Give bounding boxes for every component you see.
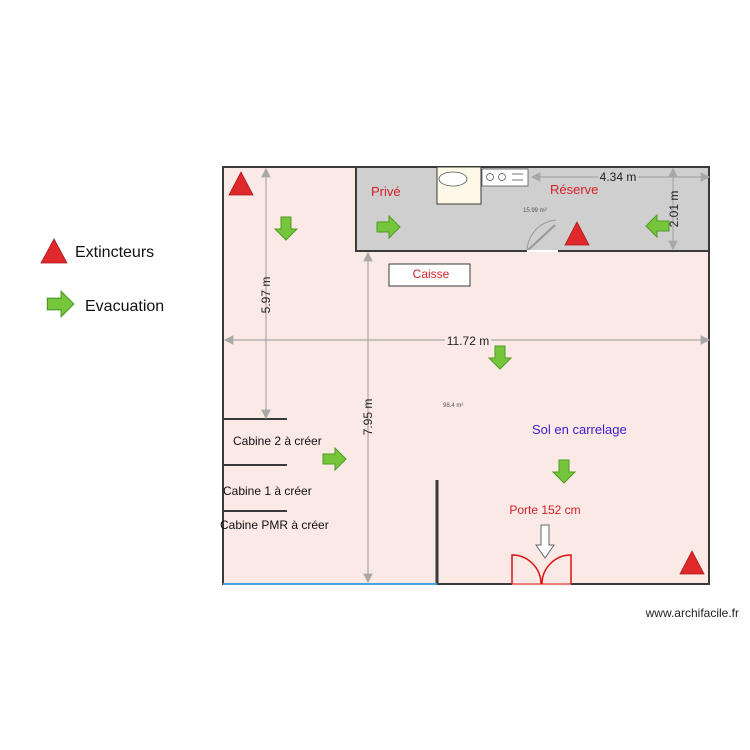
cash-desk [388, 263, 471, 287]
dim-reserve-depth-label: 2.01 m [667, 191, 681, 228]
room-private-label: Privé [371, 184, 401, 199]
dim-reserve-width-label: 4.34 m [600, 170, 637, 184]
burner-1 [486, 173, 494, 181]
dim-reserve-width-bg [598, 170, 638, 184]
entrance-door-left [511, 554, 542, 585]
extinguisher-icon [564, 221, 590, 246]
legend-extinguisher-label: Extincteurs [75, 244, 154, 261]
extinguisher-icon [679, 550, 705, 575]
legend-evacuation-label: Evacuation [85, 298, 164, 315]
reserve-door-swing [526, 219, 557, 252]
legend-extinguisher-icon [40, 238, 68, 264]
watermark: www.archifacile.fr [645, 606, 739, 620]
dim-left-height-label: 5.97 m [259, 277, 273, 314]
extinguisher-icon [228, 171, 254, 196]
entry-arrow-icon [535, 524, 555, 559]
sink-basin [438, 171, 468, 187]
reserve-area-label: 15.99 m² [523, 208, 547, 214]
floor-material-label: Sol en carrelage [532, 422, 627, 437]
dim-mid-height-label: 7.95 m [361, 399, 375, 436]
main-area-label: 98.4 m² [443, 403, 463, 409]
cabin-2-label: Cabine 2 à créer [233, 434, 322, 448]
legend-evacuation-icon [46, 290, 75, 318]
cash-desk-label: Caisse [413, 267, 450, 281]
cabin-pmr-label: Cabine PMR à créer [220, 518, 329, 532]
room-reserve-label: Réserve [550, 182, 598, 197]
dim-width-bg [445, 333, 491, 347]
cabin-1-label: Cabine 1 à créer [223, 484, 312, 498]
dim-width-total-label: 11.72 m [447, 334, 489, 348]
reserve-door-leaf [526, 224, 556, 252]
stove-fixture [481, 168, 529, 187]
burner-2 [498, 173, 506, 181]
entrance-door-right [541, 554, 572, 585]
door-label: Porte 152 cm [509, 503, 580, 517]
